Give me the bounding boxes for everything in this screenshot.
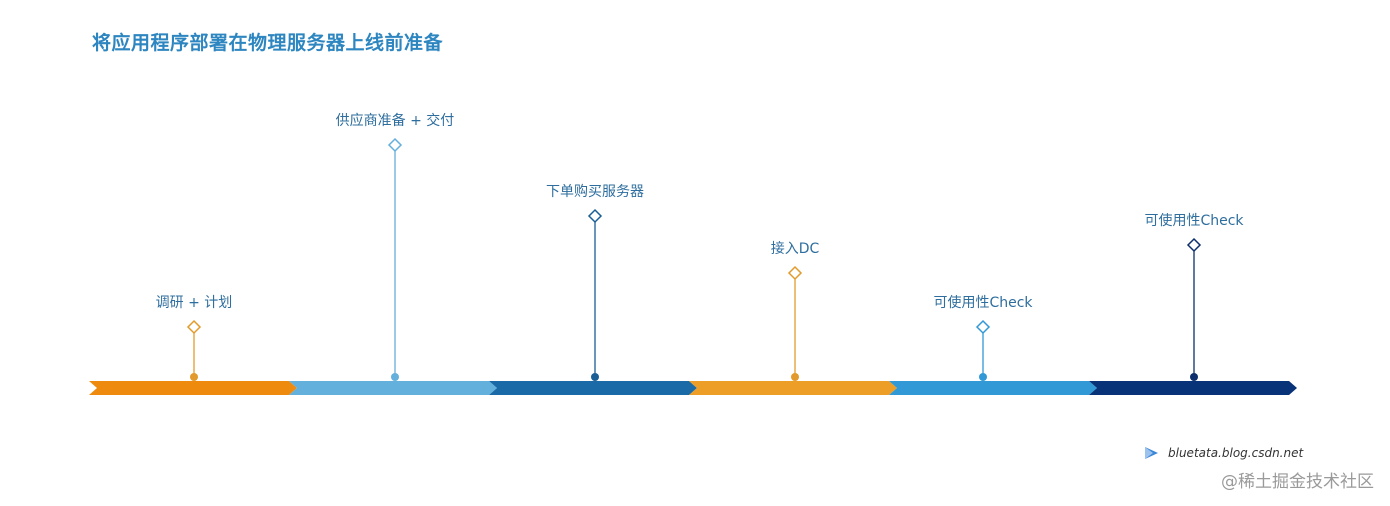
milestone-label: 接入DC — [770, 241, 820, 257]
credit-text: bluetata.blog.csdn.net — [1168, 446, 1304, 460]
milestone-label: 可使用性Check — [933, 295, 1033, 311]
diamond-marker-icon — [387, 137, 403, 153]
diamond-marker-icon — [787, 265, 803, 281]
timeline-segment-3 — [489, 381, 697, 395]
timeline-segment-1 — [89, 381, 297, 395]
milestone-label: 供应商准备 + 交付 — [335, 113, 455, 129]
milestone-label: 下单购买服务器 — [546, 184, 644, 200]
milestone-dot — [391, 373, 399, 381]
milestone-dot — [591, 373, 599, 381]
diamond-marker-icon — [587, 208, 603, 224]
timeline-segment-2 — [289, 381, 497, 395]
milestone-dot — [1190, 373, 1198, 381]
milestone-label: 可使用性Check — [1144, 213, 1244, 229]
diamond-marker-icon — [975, 319, 991, 335]
milestone-label: 调研 + 计划 — [155, 295, 233, 311]
timeline-segment-5 — [889, 381, 1097, 395]
milestone-dot — [791, 373, 799, 381]
page-title: 将应用程序部署在物理服务器上线前准备 — [92, 32, 444, 54]
arrow-icon — [1145, 447, 1158, 459]
timeline-segment-4 — [689, 381, 897, 395]
watermark: @稀土掘金技术社区 — [1221, 472, 1374, 492]
diamond-marker-icon — [186, 319, 202, 335]
credit: bluetata.blog.csdn.net — [1144, 446, 1303, 460]
milestone-dot — [979, 373, 987, 381]
diamond-marker-icon — [1186, 237, 1202, 253]
milestone-dot — [190, 373, 198, 381]
timeline-segment-6 — [1089, 381, 1297, 395]
